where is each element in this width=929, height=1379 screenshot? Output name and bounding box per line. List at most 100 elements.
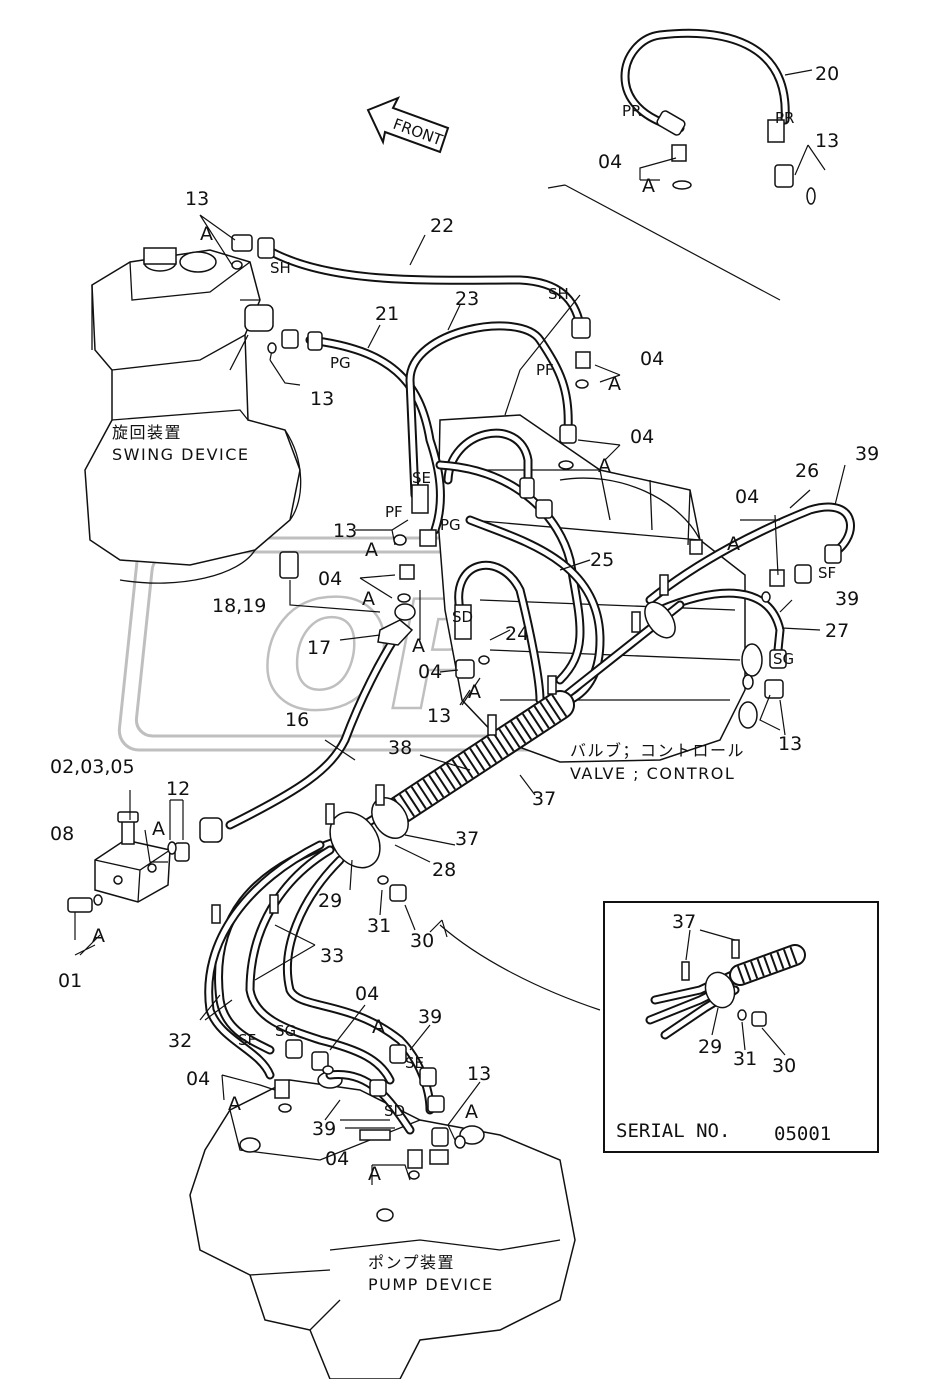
pump-device-label-en: PUMP DEVICE [368,1275,494,1294]
part-number: 39 [312,1118,336,1140]
port-tag: SD [384,1102,405,1120]
part-number: 27 [825,620,849,642]
part-number: 21 [375,303,399,325]
pump-device-drawing [189,1071,576,1379]
fittings [119,110,842,1169]
part-number: A [468,681,481,703]
control-valve-label-en: VALVE ; CONTROL [570,764,735,783]
part-number: 01 [58,970,82,992]
port-tag: SH [270,259,291,277]
part-number: A [228,1093,241,1115]
part-number: 22 [430,215,454,237]
part-number: 37 [532,788,556,810]
block-08 [67,811,171,913]
part-number: 37 [455,828,479,850]
part-number: 12 [166,778,190,800]
serial-value: 05001 [774,1123,831,1145]
part-number: 04 [418,661,442,683]
part-number: 38 [388,737,412,759]
part-number: 13 [310,388,334,410]
port-tag: PF [385,503,403,521]
port-tag: PG [330,354,351,372]
part-number: A [365,539,378,561]
part-number: 04 [355,983,379,1005]
hose-clamps [211,574,669,924]
swing-device-label-en: SWING DEVICE [112,445,250,464]
part-number: 30 [410,930,434,952]
port-tag: SE [405,1054,424,1072]
part-callouts: 20 13 04 A 22 21 23 04 A 04 A 13 A 13 26… [50,63,879,1185]
part-number: 20 [815,63,839,85]
part-number: 39 [418,1006,442,1028]
part-number: 29 [318,890,342,912]
part-number: 13 [467,1063,491,1085]
part-number: A [368,1163,381,1185]
part-number: 13 [778,733,802,755]
port-tag: SD [452,608,473,626]
inset-part-number: 37 [672,911,696,933]
part-number: 13 [815,130,839,152]
port-tag: PR [775,109,794,127]
pump-device-label-jp: ポンプ装置 [368,1253,455,1272]
part-number: 23 [455,288,479,310]
port-tag: SF [238,1031,256,1049]
part-number: A [412,635,425,657]
part-number: 04 [735,486,759,508]
part-number: A [362,588,375,610]
hose-lines [204,28,855,1135]
part-number: A [465,1101,478,1123]
port-tag: SG [275,1022,296,1040]
part-number: A [598,455,611,477]
port-tags: PR PR SH SH PG PG PF PF SE SE SD SD SF S… [238,102,836,1120]
port-tag: PF [536,361,554,379]
part-number: 28 [432,859,456,881]
part-number: 31 [367,915,391,937]
part-number: 08 [50,823,74,845]
part-number: 39 [855,443,879,465]
control-valve-label-jp: バルブ；コントロール [570,741,745,760]
part-number: 18,19 [212,595,266,617]
part-number: 39 [835,588,859,610]
spiral-sleeve [329,601,676,869]
port-tag: PR [622,102,641,120]
part-number: 17 [307,637,331,659]
serial-label: SERIAL NO. [616,1120,730,1142]
part-number: A [152,818,165,840]
port-tag: SF [818,564,836,582]
inset-part-number: 30 [772,1055,796,1077]
part-number: 26 [795,460,819,482]
serial-inset: 37 29 31 30 SERIAL NO. 05001 [603,901,879,1153]
port-tag: SG [773,650,794,668]
part-number: A [92,925,105,947]
inset-part-number: 31 [733,1048,757,1070]
part-number: 32 [168,1030,192,1052]
inset-part-number: 29 [698,1036,722,1058]
part-number: 02,03,05 [50,756,135,778]
part-number: 04 [186,1068,210,1090]
bracket-17 [377,603,416,646]
port-tag: SH [548,285,569,303]
part-number: 04 [318,568,342,590]
part-number: 24 [505,623,529,645]
part-number: A [642,175,655,197]
port-tag: PG [440,516,461,534]
part-number: A [200,223,213,245]
leader-lines [74,69,846,1185]
part-number: 13 [185,188,209,210]
control-valve-drawing [437,414,763,763]
part-number: 33 [320,945,344,967]
part-number: A [608,373,621,395]
part-number: 04 [640,348,664,370]
part-number: 04 [325,1148,349,1170]
port-tag: SE [412,469,431,487]
part-number: 25 [590,549,614,571]
part-number: 04 [630,426,654,448]
part-number: 13 [333,520,357,542]
o-rings [93,180,816,1180]
part-number: A [372,1016,385,1038]
part-number: 13 [427,705,451,727]
front-direction-arrow: FRONT [366,96,450,154]
part-number: A [727,533,740,555]
swing-device-label-jp: 旋回装置 [112,423,182,442]
